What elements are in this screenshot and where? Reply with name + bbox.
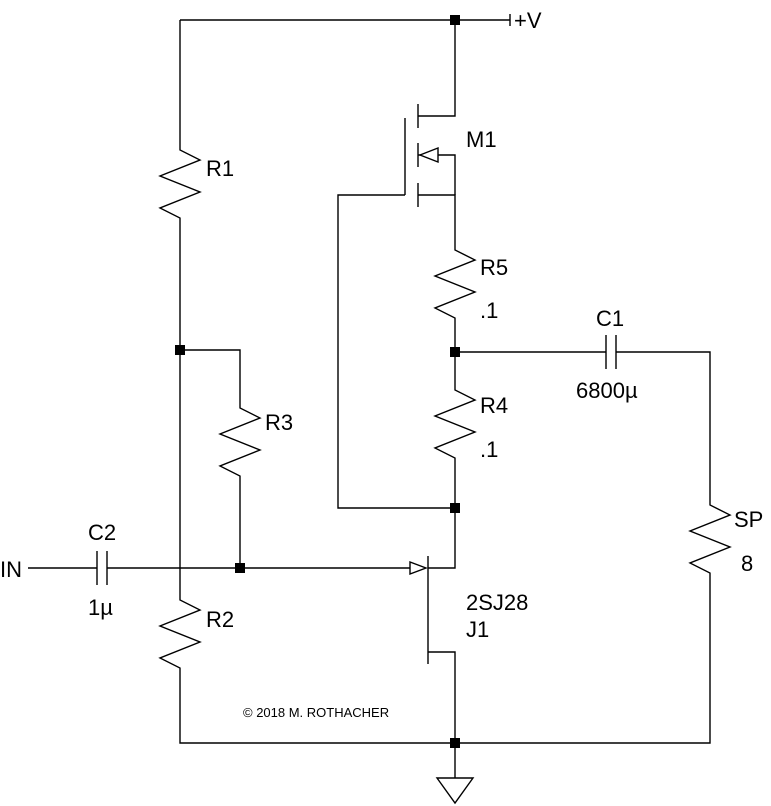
r2-resistor bbox=[158, 590, 202, 680]
r3-top-wire bbox=[180, 349, 241, 398]
junction-dot bbox=[450, 347, 460, 357]
c1-right-wire bbox=[616, 351, 711, 495]
j1-drain-wire bbox=[428, 651, 456, 778]
j1-arrow-icon bbox=[409, 560, 428, 576]
m1-mosfet bbox=[404, 104, 439, 207]
c2-value-label: 1µ bbox=[88, 595, 113, 620]
m1-drain-wire bbox=[418, 20, 456, 117]
j1-ref-label: J1 bbox=[466, 617, 489, 642]
m1-ref-label: M1 bbox=[466, 127, 497, 152]
m1-arrow-icon bbox=[418, 146, 439, 164]
r3-ref-label: R3 bbox=[265, 410, 293, 435]
junction-dot bbox=[450, 503, 460, 513]
speaker-value-label: 8 bbox=[741, 551, 753, 576]
junction-dot bbox=[450, 15, 460, 25]
speaker-ref-label: SP bbox=[734, 507, 763, 532]
r4-value-label: .1 bbox=[480, 437, 498, 462]
j1-jfet bbox=[409, 556, 429, 664]
c1-capacitor bbox=[605, 335, 617, 369]
j1-part-label: 2SJ28 bbox=[466, 590, 528, 615]
r2-ref-label: R2 bbox=[206, 607, 234, 632]
junction-dots bbox=[175, 15, 460, 748]
copyright-text: © 2018 M. ROTHACHER bbox=[243, 705, 389, 720]
c2-ref-label: C2 bbox=[88, 520, 116, 545]
r4-ref-label: R4 bbox=[480, 393, 508, 418]
c2-capacitor bbox=[96, 551, 108, 585]
junction-dot bbox=[235, 563, 245, 573]
c1-ref-label: C1 bbox=[596, 306, 624, 331]
junction-dot bbox=[450, 738, 460, 748]
r5-ref-label: R5 bbox=[480, 255, 508, 280]
r5-resistor bbox=[433, 240, 477, 322]
input-label: IN bbox=[0, 557, 22, 582]
supply-label: +V bbox=[514, 8, 542, 33]
junction-dot bbox=[175, 345, 185, 355]
r4-resistor bbox=[433, 380, 477, 462]
r3-resistor bbox=[218, 398, 262, 482]
r5-value-label: .1 bbox=[480, 298, 498, 323]
r1-resistor bbox=[158, 140, 202, 228]
m1-gate-wire bbox=[337, 194, 455, 509]
ground-icon bbox=[435, 777, 475, 805]
m1-source-wire bbox=[418, 194, 456, 240]
j1-source-wire bbox=[428, 508, 456, 569]
speaker-load bbox=[688, 495, 732, 580]
c1-value-label: 6800µ bbox=[576, 378, 638, 403]
r1-ref-label: R1 bbox=[206, 156, 234, 181]
